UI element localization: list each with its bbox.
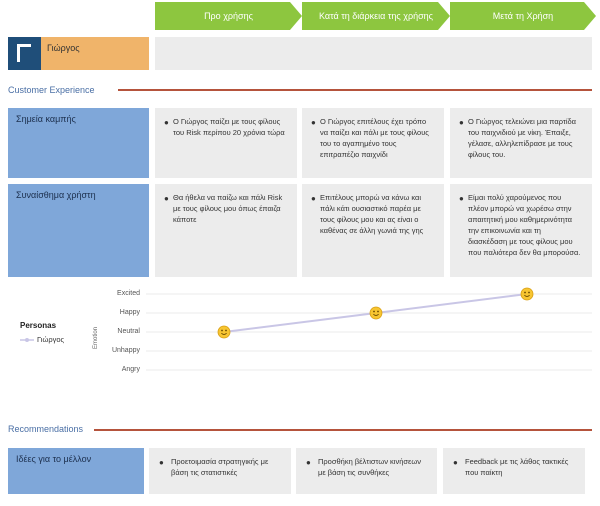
- bullet-icon: ●: [453, 458, 458, 467]
- touchpoint-cell: ● Ο Γιώργος παίζει με τους φίλους του Ris…: [155, 108, 297, 178]
- bullet-icon: ●: [459, 194, 464, 203]
- phase-label: Προ χρήσης: [204, 11, 253, 21]
- row-label-future-ideas: Ιδέες για το μέλλον: [8, 448, 144, 494]
- bullet-icon: ●: [306, 458, 311, 467]
- persona-logo: [8, 37, 41, 70]
- phase-pre-use: Προ χρήσης: [155, 2, 302, 30]
- cell-text: Είμαι πολύ χαρούμενος που πλέον μπορώ να…: [468, 193, 581, 257]
- legend-label: Γιώργος: [37, 335, 65, 344]
- level-label: Neutral: [117, 328, 140, 335]
- recommendation-cell: ● Προσθήκη βέλτιστων κινήσεων με βάση τις…: [296, 448, 437, 494]
- bullet-icon: ●: [459, 118, 464, 127]
- touchpoint-cell: ● Ο Γιώργος επιτέλους έχει τρόπο να παίζε…: [302, 108, 444, 178]
- phase-post-use: Μετά τη Χρήση: [450, 2, 596, 30]
- persona-logo-icon: [17, 44, 31, 62]
- cell-text: Προετοιμασία στρατηγικής με βάση τις στα…: [171, 457, 269, 477]
- cell-text: Ο Γιώργος παίζει με τους φίλους του Risk…: [173, 117, 285, 137]
- smiley-marker: [520, 287, 534, 301]
- smiley-marker: [369, 306, 383, 320]
- feeling-cell: ● Θα ήθελα να παίζω και πάλι Risk με τους…: [155, 184, 297, 277]
- row-label-touchpoints: Σημεία καμπής: [8, 108, 149, 178]
- emotion-plot: [146, 287, 592, 371]
- touchpoint-cell: ● Ο Γιώργος τελειώνει μια παρτίδα του παι…: [450, 108, 592, 178]
- cell-text: Ο Γιώργος επιτέλους έχει τρόπο να παίζει…: [320, 117, 429, 159]
- bullet-icon: ●: [164, 118, 169, 127]
- section-divider: [118, 89, 592, 91]
- cell-text: Feedback με τις λάθος τακτικές που παίκτ…: [465, 457, 569, 477]
- bullet-icon: ●: [311, 118, 316, 127]
- recommendation-cell: ● Προετοιμασία στρατηγικής με βάση τις στ…: [149, 448, 291, 494]
- section-title-recommendations: Recommendations: [8, 424, 84, 434]
- level-label: Excited: [117, 290, 140, 297]
- cell-text: Θα ήθελα να παίζω και πάλι Risk με τους …: [173, 193, 283, 224]
- legend-item: Γιώργος: [20, 335, 64, 344]
- legend-swatch: [20, 337, 34, 342]
- level-label: Happy: [119, 309, 140, 316]
- phase-label: Μετά τη Χρήση: [492, 11, 554, 21]
- legend-title: Personas: [20, 321, 57, 330]
- bullet-icon: ●: [164, 194, 169, 203]
- phase-during-use: Κατά τη διάρκεια της χρήσης: [302, 2, 450, 30]
- persona-name: Γιώργος: [41, 37, 149, 70]
- section-divider: [94, 429, 592, 431]
- feeling-cell: ● Επιτέλους μπορώ να κάνω και πάλι κάτι ο…: [302, 184, 444, 277]
- feeling-cell: ● Είμαι πολύ χαρούμενος που πλέον μπορώ ν…: [450, 184, 592, 277]
- phase-label: Κατά τη διάρκεια της χρήσης: [319, 11, 433, 21]
- cell-text: Προσθήκη βέλτιστων κινήσεων με βάση τις …: [318, 457, 421, 477]
- section-title-customer-experience: Customer Experience: [8, 85, 95, 95]
- cell-text: Επιτέλους μπορώ να κάνω και πάλι κάτι ου…: [320, 193, 424, 235]
- recommendation-cell: ● Feedback με τις λάθος τακτικές που παίκ…: [443, 448, 585, 494]
- bullet-icon: ●: [159, 458, 164, 467]
- cell-text: Ο Γιώργος τελειώνει μια παρτίδα του παιχ…: [468, 117, 577, 159]
- level-label: Angry: [121, 366, 140, 373]
- persona-strip: [155, 37, 592, 70]
- bullet-icon: ●: [311, 194, 316, 203]
- row-label-user-feeling: Συναίσθημα χρήστη: [8, 184, 149, 277]
- level-label: Unhappy: [111, 347, 140, 354]
- smiley-marker: [217, 325, 231, 339]
